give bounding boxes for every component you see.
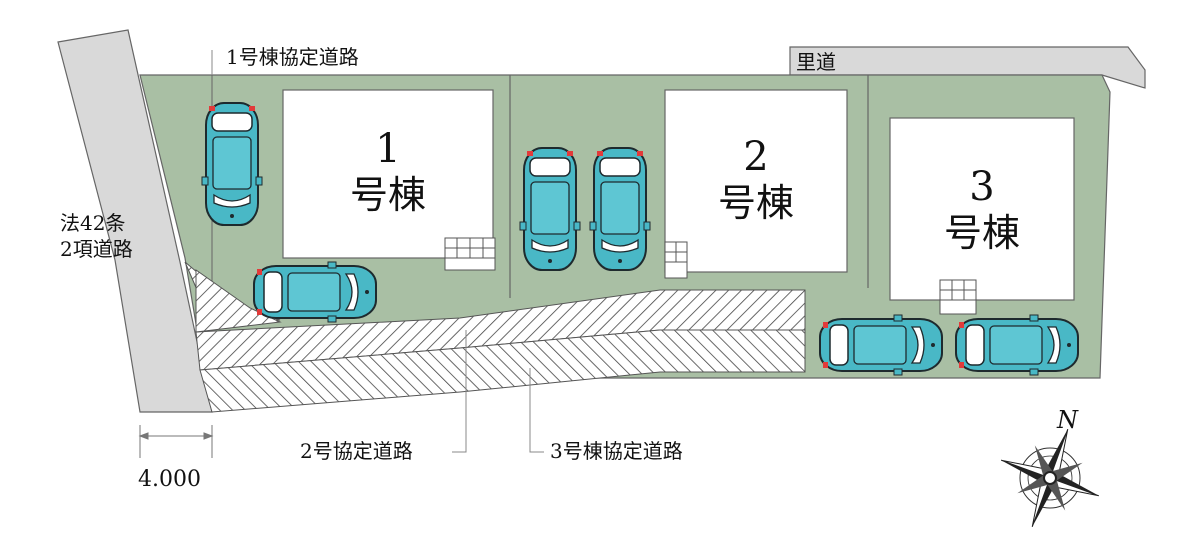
building-2-number: 2 <box>743 134 768 180</box>
entrance-steps-3 <box>939 279 977 315</box>
leader-line-2 <box>452 330 467 453</box>
agreement-road-3 <box>199 329 806 413</box>
entrance-steps-2 <box>664 241 688 279</box>
agreement-road-2-label: 2号協定道路 <box>300 439 413 463</box>
building-3 <box>889 117 1075 301</box>
building-1-name: 号棟 <box>350 173 426 217</box>
satomichi-label: 里道 <box>796 50 836 74</box>
parking-car-1a <box>201 102 263 226</box>
building-2 <box>664 89 848 273</box>
building-3-name: 号棟 <box>944 211 1020 255</box>
parking-car-3b <box>955 314 1079 376</box>
building-1 <box>282 89 494 259</box>
entrance-steps-1 <box>444 237 496 271</box>
agreement-road-1b <box>195 269 282 333</box>
building-2-name: 号棟 <box>718 181 794 225</box>
road-42-label-line2: 2項道路 <box>60 237 133 261</box>
leader-line-3 <box>529 368 544 453</box>
parking-car-1b <box>253 261 377 323</box>
building-3-number: 3 <box>969 164 994 210</box>
road-42-label-line1: 法42条 <box>60 211 125 235</box>
road-width-dimension <box>138 425 214 458</box>
north-label: N <box>1056 406 1079 434</box>
parking-car-2b <box>589 147 651 271</box>
road-width-label: 4.000 <box>138 467 201 492</box>
agreement-road-3-label: 3号棟協定道路 <box>550 439 683 463</box>
parking-car-3a <box>819 314 943 376</box>
compass-rose-icon <box>1000 428 1100 528</box>
agreement-road-1-label: 1号棟協定道路 <box>226 45 359 69</box>
parking-car-2a <box>519 147 581 271</box>
building-1-number: 1 <box>375 126 400 172</box>
